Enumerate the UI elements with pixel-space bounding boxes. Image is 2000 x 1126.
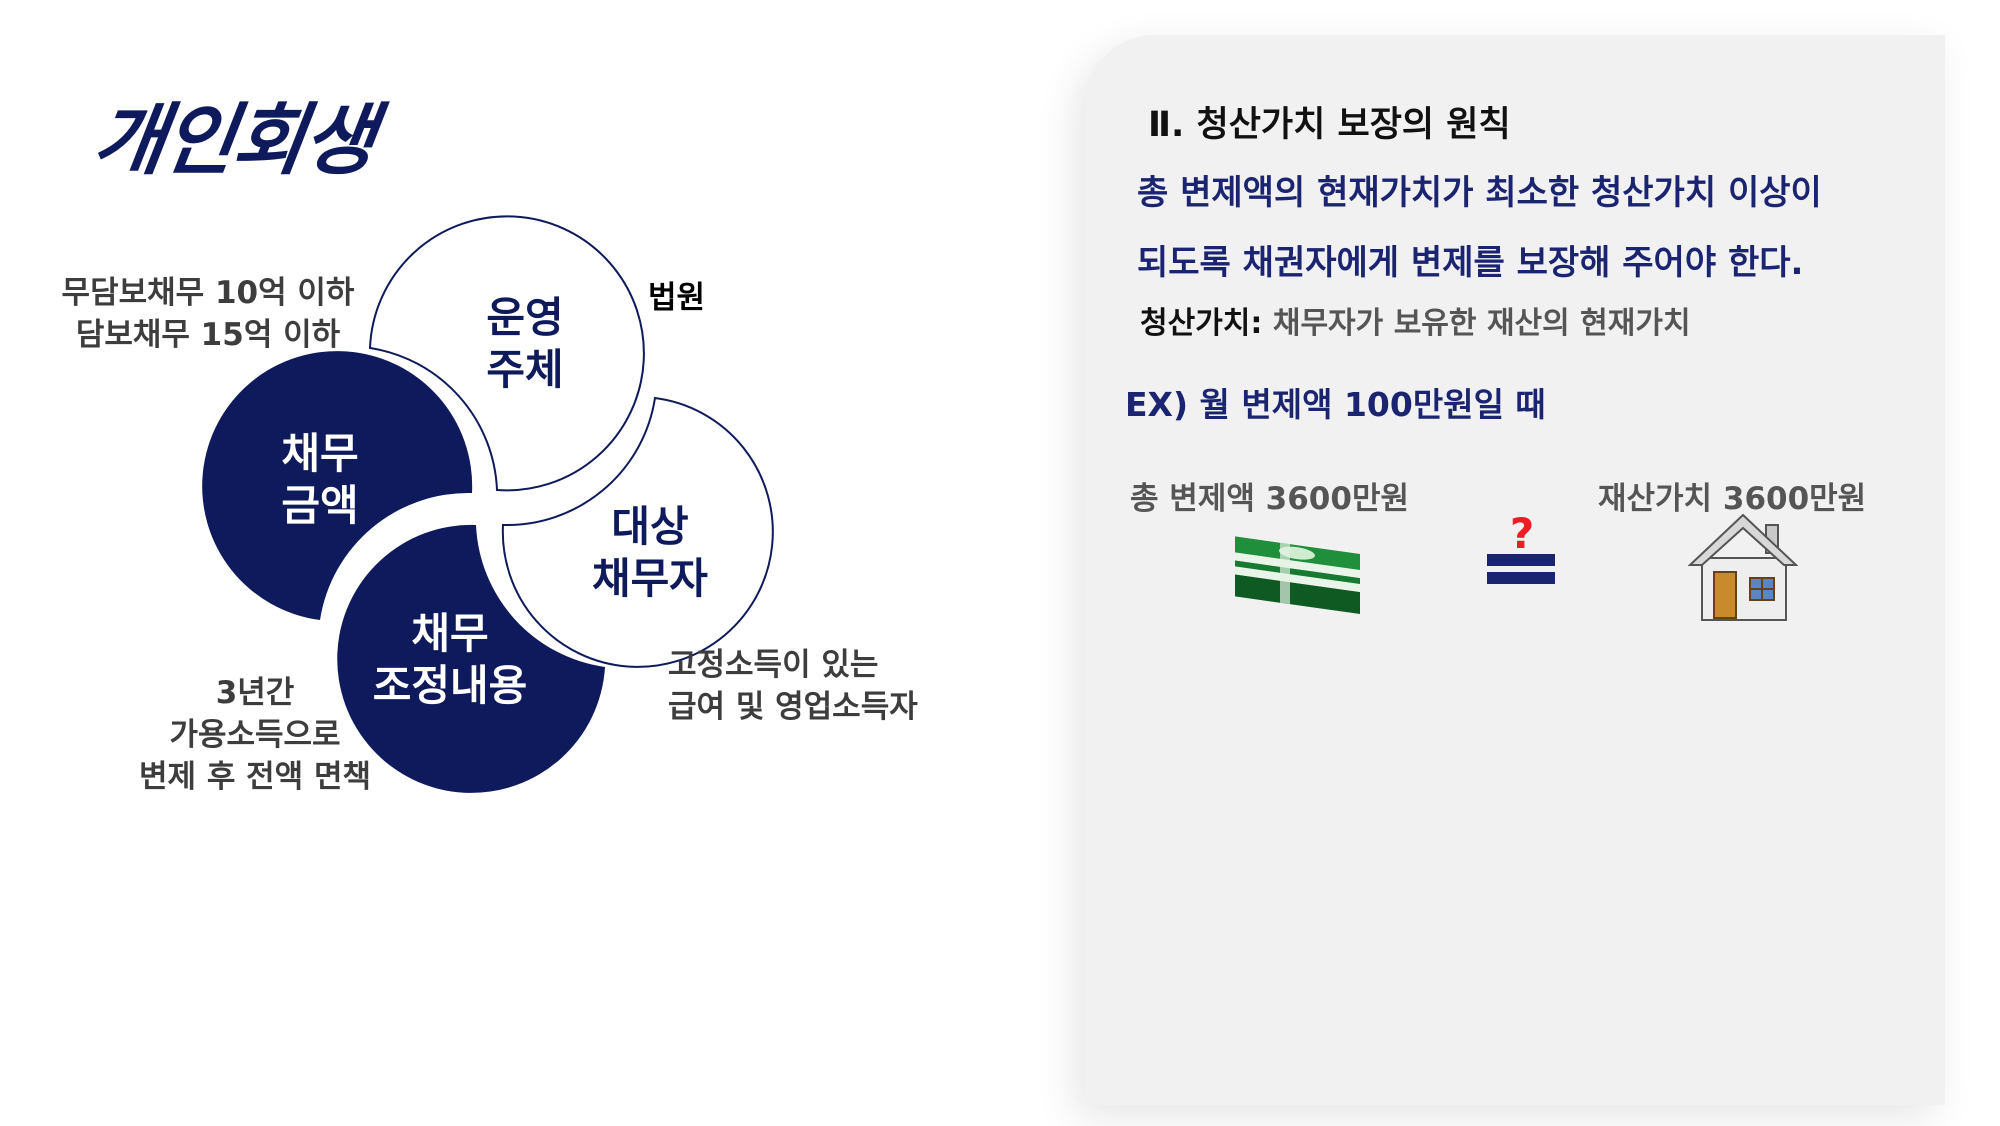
debt-amount-note: 무담보채무 10억 이하 담보채무 15억 이하 — [38, 272, 378, 356]
petal-debt-amount — [202, 351, 473, 620]
total-repayment-label: 총 변제액 3600만원 — [1130, 481, 1409, 517]
operator-note: 법원 — [648, 280, 706, 316]
adjustment-note: 3년간 가용소득으로 변제 후 전액 면책 — [105, 672, 405, 798]
house-icon — [1688, 513, 1798, 621]
target-debtor-note: 고정소득이 있는 급여 및 영업소득자 — [668, 644, 918, 728]
debt-amount-note-line1: 무담보채무 10억 이하 — [61, 275, 355, 311]
adjustment-note-line1: 3년간 — [215, 675, 295, 711]
principle-panel — [1085, 35, 1945, 1105]
question-mark: ? — [1510, 512, 1534, 558]
money-stack-icon — [1235, 536, 1360, 614]
panel-heading: Ⅱ. 청산가치 보장의 원칙 — [1148, 105, 1511, 145]
principle-line2: 되도록 채권자에게 변제를 보장해 주어야 한다. — [1137, 243, 1804, 283]
petal-operator — [368, 215, 645, 492]
target-debtor-note-line1: 고정소득이 있는 — [668, 647, 879, 683]
definition-label: 청산가치: — [1140, 306, 1263, 341]
example-text: EX) 월 변제액 100만원일 때 — [1125, 385, 1546, 424]
definition-text: 채무자가 보유한 재산의 현재가치 — [1262, 306, 1691, 341]
question-equal-icon: ? — [1487, 512, 1555, 584]
petal-target-debtor — [501, 396, 774, 668]
asset-value-label: 재산가치 3600만원 — [1598, 481, 1867, 517]
definition: 청산가치: 채무자가 보유한 재산의 현재가치 — [1140, 298, 1691, 342]
principle-line1: 총 변제액의 현재가치가 최소한 청산가치 이상이 — [1137, 173, 1822, 213]
target-debtor-note-line2: 급여 및 영업소득자 — [668, 689, 918, 725]
adjustment-note-line2: 가용소득으로 — [169, 717, 341, 753]
petal-diagram — [202, 215, 774, 793]
petal-adjustment — [337, 524, 605, 793]
adjustment-note-line3: 변제 후 전액 면책 — [138, 759, 372, 795]
debt-amount-note-line2: 담보채무 15억 이하 — [75, 317, 341, 353]
